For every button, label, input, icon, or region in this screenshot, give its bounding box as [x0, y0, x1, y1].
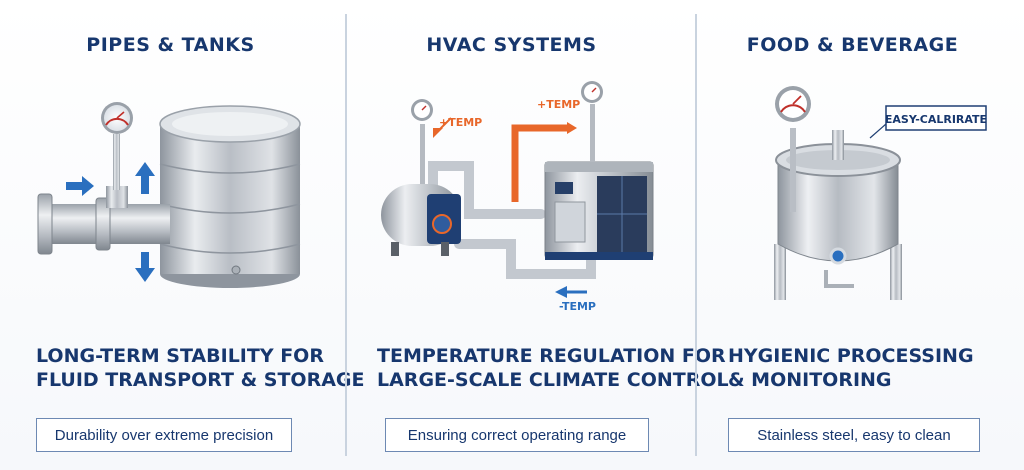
process-vessel-icon	[774, 130, 902, 300]
food-beverage-illustration: EASY-CALRIRATE	[774, 86, 987, 300]
caption-box: Ensuring correct operating range	[385, 418, 649, 452]
callout-label: EASY-CALRIRATE	[885, 113, 987, 126]
storage-tank-icon	[159, 105, 301, 288]
headline-line: TEMPERATURE REGULATION FOR	[377, 345, 726, 367]
pressure-gauge-icon	[775, 86, 811, 212]
panel-divider	[345, 14, 347, 456]
caption-box: Stainless steel, easy to clean	[728, 418, 980, 452]
headline-line: & MONITORING	[728, 369, 892, 391]
panel-headline: LONG-TERM STABILITY FOR FLUID TRANSPORT …	[36, 344, 365, 392]
hvac-pipes	[428, 161, 596, 279]
hvac-illustration: +TEMP +TEMP -TEMP	[381, 81, 654, 313]
panel-title: HVAC SYSTEMS	[426, 34, 597, 56]
headline-line: LARGE-SCALE CLIMATE CONTROL	[377, 369, 729, 391]
pressure-gauge-icon	[581, 81, 603, 162]
temp-label-hot-top: +TEMP	[537, 98, 580, 111]
pressure-gauge-icon	[101, 102, 133, 190]
chiller-unit-icon	[544, 161, 654, 260]
pipe-icon	[37, 186, 170, 255]
flow-arrow-icon	[433, 117, 587, 298]
hot-line	[511, 124, 567, 202]
panel-headline: TEMPERATURE REGULATION FOR LARGE-SCALE C…	[377, 344, 729, 392]
boiler-icon	[381, 184, 461, 256]
callout-box: EASY-CALRIRATE	[869, 105, 987, 139]
panel-headline: HYGIENIC PROCESSING & MONITORING	[728, 344, 974, 392]
headline-line: FLUID TRANSPORT & STORAGE	[36, 369, 365, 391]
panel-divider	[695, 14, 697, 456]
panel-food-beverage: FOOD & BEVERAGE	[682, 0, 1023, 470]
panel-title: FOOD & BEVERAGE	[746, 34, 959, 56]
panel-hvac-systems: HVAC SYSTEMS	[341, 0, 729, 470]
caption-box: Durability over extreme precision	[36, 418, 292, 452]
flow-arrow-icon	[66, 162, 155, 282]
temp-label-hot-left: +TEMP	[439, 116, 482, 129]
panel-title: PIPES & TANKS	[86, 34, 255, 56]
panel-pipes-tanks: PIPES & TANKS	[0, 0, 365, 470]
pressure-gauge-icon	[411, 99, 433, 184]
temp-label-cold: -TEMP	[559, 300, 596, 313]
pipes-tanks-illustration	[37, 102, 301, 288]
headline-line: LONG-TERM STABILITY FOR	[36, 345, 324, 367]
headline-line: HYGIENIC PROCESSING	[728, 345, 974, 367]
